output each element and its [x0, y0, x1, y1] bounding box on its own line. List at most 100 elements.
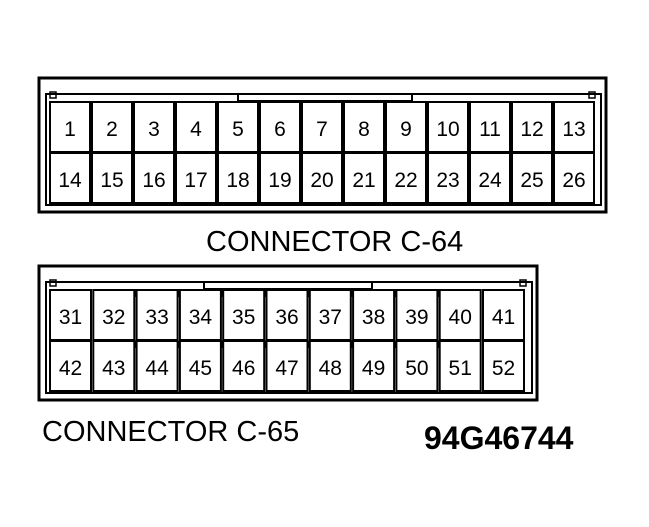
pin-cavity-52: [482, 340, 525, 392]
pin-label-42: 42: [59, 357, 82, 380]
pin-label-1: 1: [64, 118, 76, 141]
pin-cavity-42: [49, 340, 92, 392]
pin-cavity-36: [265, 289, 309, 341]
pin-cavity-24: [469, 152, 511, 204]
pin-label-13: 13: [562, 118, 585, 141]
connector-c64-corner-tab-left: [49, 91, 57, 99]
pin-label-33: 33: [145, 306, 168, 329]
pin-label-15: 15: [100, 169, 123, 192]
pin-cavity-49: [352, 340, 396, 392]
pin-cavity-50: [395, 340, 439, 392]
pin-label-10: 10: [436, 118, 459, 141]
pin-cavity-33: [135, 289, 179, 341]
pin-label-25: 25: [520, 169, 543, 192]
connector-c65-housing: [37, 264, 539, 402]
pin-label-20: 20: [310, 169, 333, 192]
pin-cavity-31: [49, 289, 92, 341]
pin-cavity-15: [91, 152, 133, 204]
pin-label-17: 17: [184, 169, 207, 192]
pin-label-22: 22: [394, 169, 417, 192]
pin-label-41: 41: [492, 306, 515, 329]
pin-label-45: 45: [189, 357, 212, 380]
pin-label-49: 49: [362, 357, 385, 380]
pin-label-38: 38: [362, 306, 385, 329]
pin-label-37: 37: [319, 306, 342, 329]
pin-cavity-22: [385, 152, 427, 204]
pin-cavity-47: [265, 340, 309, 392]
connector-c64-corner-tab-right: [588, 91, 596, 99]
pin-cavity-17: [175, 152, 217, 204]
pin-cavity-26: [553, 152, 595, 204]
pin-cavity-51: [438, 340, 482, 392]
pin-cavity-9: [385, 101, 427, 153]
connector-c64-label: CONNECTOR C-64: [206, 226, 464, 258]
pin-label-46: 46: [232, 357, 255, 380]
connector-c65-label: CONNECTOR C-65: [42, 416, 300, 448]
pin-cavity-14: [49, 152, 91, 204]
pin-label-32: 32: [102, 306, 125, 329]
pin-label-24: 24: [478, 169, 502, 192]
pin-cavity-44: [135, 340, 179, 392]
pin-cavity-45: [178, 340, 222, 392]
pin-label-34: 34: [189, 306, 213, 329]
pin-label-5: 5: [232, 118, 244, 141]
pin-cavity-19: [259, 152, 301, 204]
connector-c65-corner-tab-left: [49, 279, 57, 287]
pin-label-23: 23: [436, 169, 459, 192]
pin-cavity-21: [343, 152, 385, 204]
pin-cavity-20: [301, 152, 343, 204]
pin-label-7: 7: [316, 118, 328, 141]
pin-cavity-35: [222, 289, 266, 341]
pin-cavity-38: [352, 289, 396, 341]
pin-label-52: 52: [492, 357, 515, 380]
pin-cavity-3: [133, 101, 175, 153]
pin-cavity-23: [427, 152, 469, 204]
connector-c64-housing: [37, 76, 608, 214]
pin-label-26: 26: [562, 169, 585, 192]
pin-cavity-32: [92, 289, 136, 341]
pin-label-2: 2: [106, 118, 118, 141]
pin-cavity-25: [511, 152, 553, 204]
pin-cavity-43: [92, 340, 136, 392]
pin-cavity-10: [427, 101, 469, 153]
pin-label-51: 51: [449, 357, 472, 380]
pin-label-16: 16: [142, 169, 165, 192]
pin-label-12: 12: [520, 118, 543, 141]
connector-c65-latch: [203, 281, 373, 290]
pin-cavity-13: [553, 101, 595, 153]
pin-label-39: 39: [405, 306, 428, 329]
pin-label-21: 21: [352, 169, 375, 192]
pin-label-50: 50: [405, 357, 428, 380]
pin-cavity-6: [259, 101, 301, 153]
pin-cavity-48: [308, 340, 352, 392]
pin-label-6: 6: [274, 118, 286, 141]
pin-cavity-16: [133, 152, 175, 204]
pin-label-14: 14: [58, 169, 82, 192]
connector-c64-latch: [237, 93, 413, 102]
pin-label-3: 3: [148, 118, 160, 141]
pin-label-36: 36: [275, 306, 298, 329]
pin-cavity-11: [469, 101, 511, 153]
pin-label-44: 44: [145, 357, 169, 380]
connector-c65-corner-tab-right: [519, 279, 527, 287]
pin-label-35: 35: [232, 306, 255, 329]
pin-label-19: 19: [268, 169, 291, 192]
pin-label-4: 4: [190, 118, 202, 141]
pin-cavity-4: [175, 101, 217, 153]
pin-label-18: 18: [226, 169, 249, 192]
pin-cavity-12: [511, 101, 553, 153]
pin-cavity-37: [308, 289, 352, 341]
pin-cavity-1: [49, 101, 91, 153]
pin-label-11: 11: [479, 118, 501, 141]
pin-cavity-41: [482, 289, 525, 341]
pin-cavity-46: [222, 340, 266, 392]
pin-label-47: 47: [275, 357, 298, 380]
pin-label-40: 40: [449, 306, 472, 329]
pin-label-31: 31: [59, 306, 82, 329]
pin-label-48: 48: [319, 357, 342, 380]
